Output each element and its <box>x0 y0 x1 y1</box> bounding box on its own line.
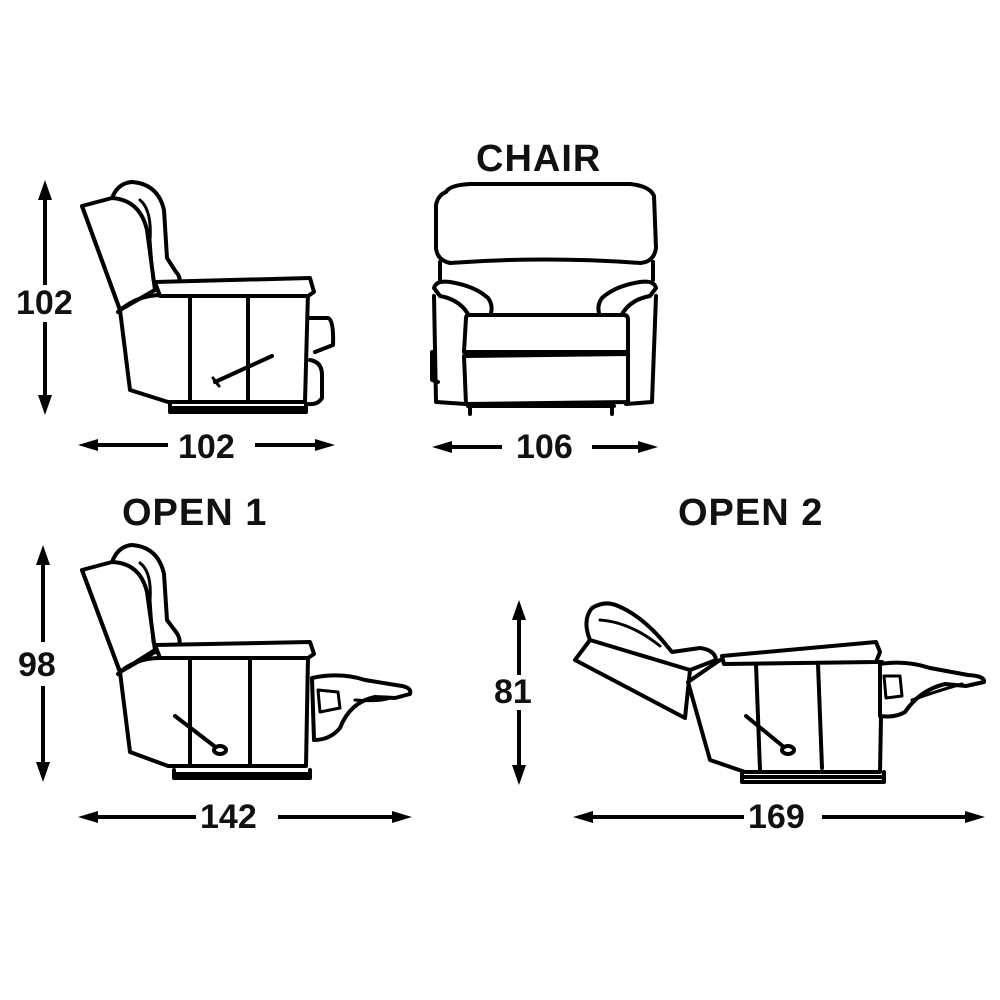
height-dimension-arrow <box>38 180 52 415</box>
open2-view-title: OPEN 2 <box>678 492 824 534</box>
open1-drawing <box>36 543 413 823</box>
height-dimension-arrow <box>512 600 526 785</box>
open2-drawing <box>512 600 987 823</box>
open1-view-title: OPEN 1 <box>122 492 268 534</box>
open2-height-label: 81 <box>490 675 536 709</box>
width-dimension-arrow <box>432 441 658 453</box>
width-dimension-arrow <box>78 811 412 823</box>
chair-side-drawing <box>38 180 336 451</box>
chair-side-height-label: 102 <box>12 286 77 320</box>
chair-front-width-label: 106 <box>512 430 577 464</box>
height-dimension-arrow <box>36 545 50 782</box>
open2-width-label: 169 <box>744 800 809 834</box>
width-dimension-arrow <box>573 811 985 823</box>
chair-view-title: CHAIR <box>476 138 602 180</box>
chair-side-width-label: 102 <box>174 430 239 464</box>
width-dimension-arrow <box>78 439 335 451</box>
chair-front-drawing <box>430 182 658 453</box>
open1-width-label: 142 <box>196 800 261 834</box>
open1-height-label: 98 <box>14 648 60 682</box>
